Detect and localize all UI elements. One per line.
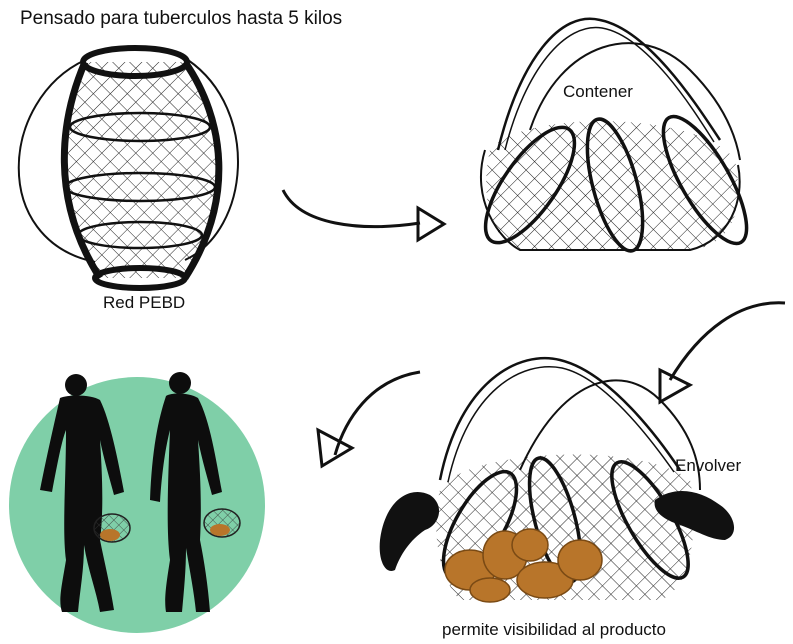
carried-bag-left [94, 514, 130, 542]
usage-circle [9, 372, 265, 633]
material-label: Red PEBD [103, 293, 185, 313]
wrap-label: Envolver [675, 456, 741, 476]
net-bag-cylinder [19, 48, 238, 288]
hand-left-icon [380, 492, 439, 571]
contain-label: Contener [563, 82, 633, 102]
arrow-to-contain [283, 190, 444, 240]
arrow-to-wrap [660, 303, 785, 402]
net-bag-tote-open [470, 19, 762, 257]
visibility-label: permite visibilidad al producto [442, 620, 666, 640]
page-title: Pensado para tuberculos hasta 5 kilos [20, 8, 342, 30]
arrow-to-carry [318, 372, 420, 466]
carried-bag-right [204, 509, 240, 537]
net-bag-wrapped [380, 358, 734, 602]
